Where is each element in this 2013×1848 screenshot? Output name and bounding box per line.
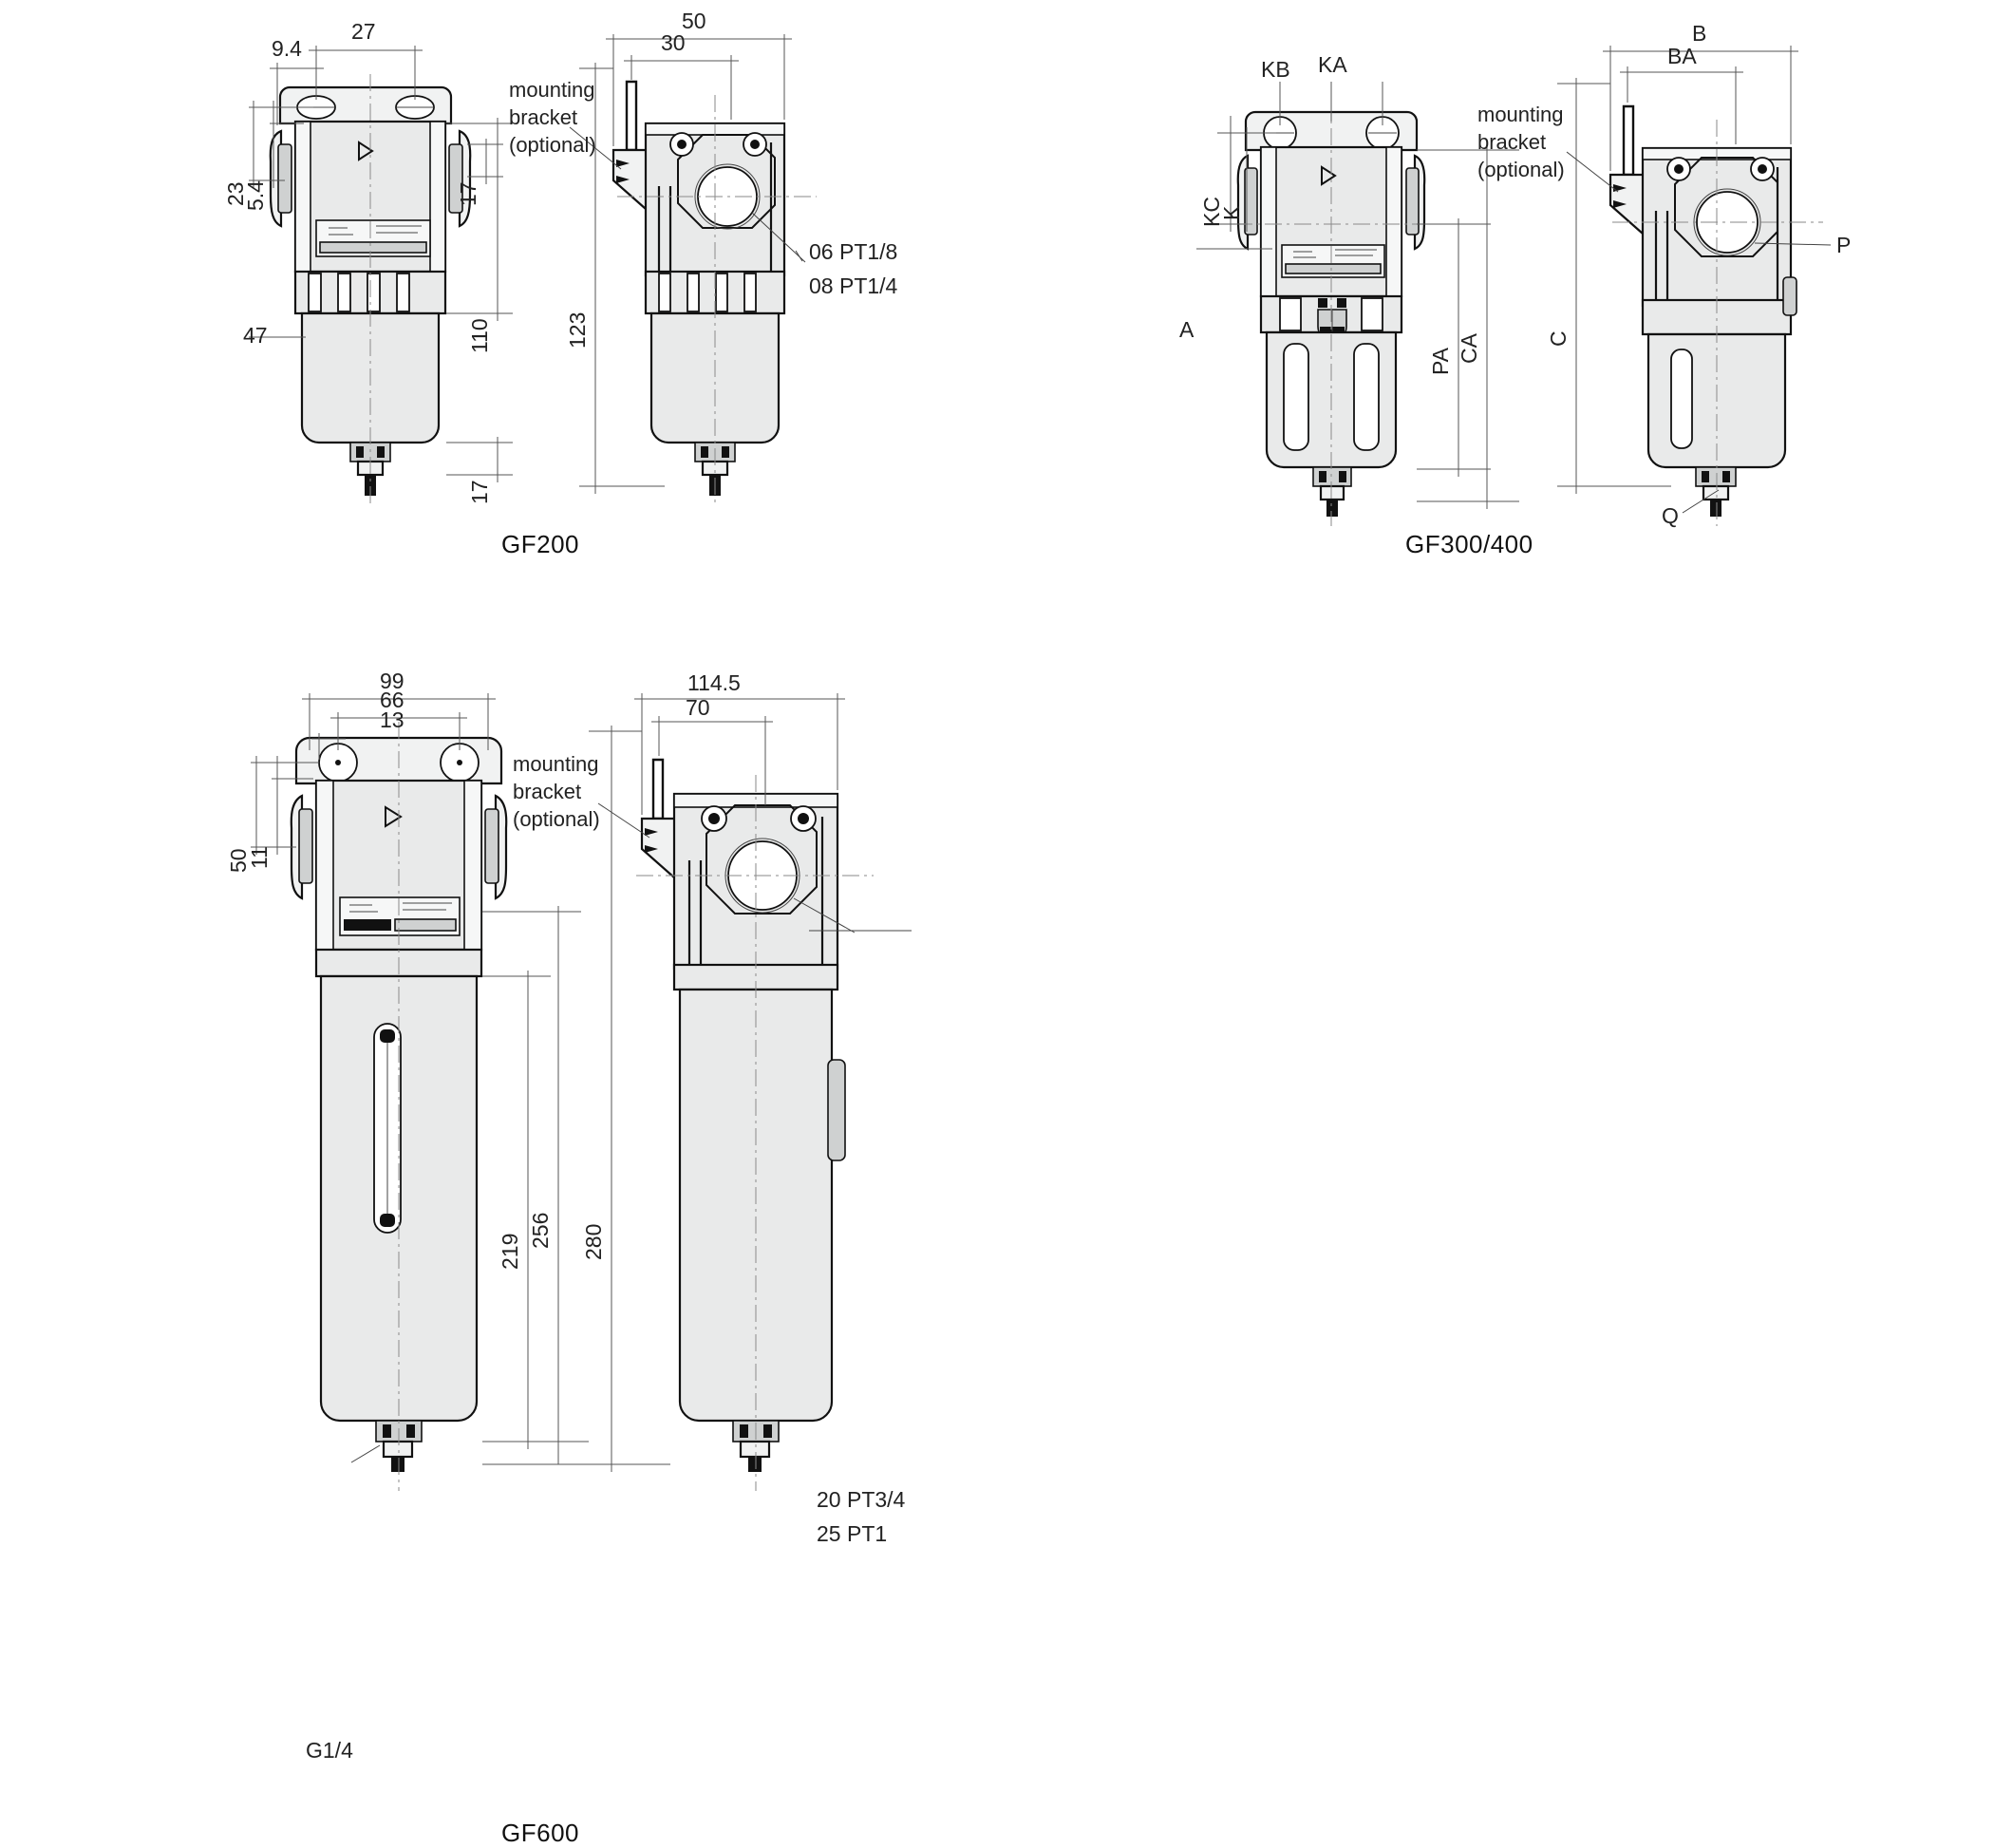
gf300400-dim-c: C — [1546, 330, 1571, 347]
gf600-dim-114-5: 114.5 — [687, 670, 741, 695]
gf600-note-line1: mounting — [513, 752, 599, 776]
gf600-port-label-drain: G1/4 — [306, 1738, 353, 1763]
gf200-note-line1: mounting — [509, 78, 595, 102]
gf600-note-line2: bracket — [513, 780, 582, 804]
gf600-dim-99: 99 — [380, 669, 404, 693]
figure-gf600: 99 66 13 50 11 219 256 114.5 70 280 moun… — [0, 627, 1329, 1847]
gf600-port-label-1: 20 PT3/4 — [817, 1487, 906, 1512]
gf300400-geometry — [1196, 46, 1832, 526]
gf600-dim-66: 66 — [380, 688, 404, 712]
gf200-dim-50: 50 — [682, 9, 706, 33]
gf300400-dim-b: B — [1692, 21, 1707, 46]
gf200-note-line3: (optional) — [509, 133, 596, 158]
gf300400-dim-k: K — [1219, 205, 1244, 220]
gf200-dim-17-ear: 17 — [456, 181, 480, 206]
gf600-geometry — [251, 693, 912, 1491]
gf200-dim-27: 27 — [351, 19, 376, 44]
gf300400-note-line1: mounting — [1477, 103, 1564, 126]
gf200-geometry — [249, 34, 817, 503]
gf600-dim-280: 280 — [581, 1223, 606, 1260]
figure-gf200: 27 9.4 23 5.4 17 110 47 17 50 30 123 mou… — [0, 0, 1044, 589]
gf300400-dim-ka: KA — [1318, 52, 1347, 77]
gf300400-dim-ca: CA — [1457, 333, 1481, 364]
gf200-dim-9-4: 9.4 — [272, 36, 302, 61]
figure-gf300-400: KB KA KC K A PA CA B BA C mounting brack… — [1044, 0, 2013, 589]
gf200-dim-47: 47 — [243, 323, 268, 348]
gf300400-note-line2: bracket — [1477, 130, 1547, 155]
gf600-dim-256: 256 — [528, 1212, 553, 1249]
gf600-note-line3: (optional) — [513, 807, 600, 832]
gf600-mounting-note: mounting bracket (optional) — [513, 750, 600, 833]
gf200-dim-110: 110 — [467, 318, 492, 353]
gf200-dim-5-4: 5.4 — [243, 180, 268, 211]
gf200-mounting-note: mounting bracket (optional) — [509, 76, 596, 159]
gf300400-note-line3: (optional) — [1477, 158, 1565, 182]
gf200-port-label-2: 08 PT1/4 — [809, 273, 898, 298]
gf600-port-label-2: 25 PT1 — [817, 1521, 888, 1546]
gf200-caption: GF200 — [501, 530, 579, 558]
gf600-dim-13: 13 — [380, 707, 404, 732]
gf300400-dim-kb: KB — [1261, 57, 1290, 82]
gf600-dim-219: 219 — [498, 1233, 522, 1270]
gf300400-caption: GF300/400 — [1405, 530, 1533, 558]
gf200-dim-30: 30 — [661, 30, 686, 55]
gf300400-port-label-q: Q — [1662, 503, 1679, 528]
gf300400-dim-ba: BA — [1667, 44, 1697, 68]
gf600-dim-70: 70 — [686, 695, 710, 720]
gf600-caption: GF600 — [501, 1819, 579, 1847]
gf200-port-label-1: 06 PT1/8 — [809, 239, 898, 264]
gf300400-dim-a: A — [1179, 317, 1195, 342]
gf600-dim-11: 11 — [247, 846, 272, 869]
gf300400-mounting-note: mounting bracket (optional) — [1477, 101, 1565, 183]
gf200-dim-123: 123 — [565, 311, 590, 349]
gf300400-dim-pa: PA — [1428, 348, 1453, 375]
gf200-note-line2: bracket — [509, 105, 578, 130]
gf200-dim-17-bottom: 17 — [467, 480, 492, 504]
gf300400-port-label-p: P — [1836, 233, 1852, 257]
